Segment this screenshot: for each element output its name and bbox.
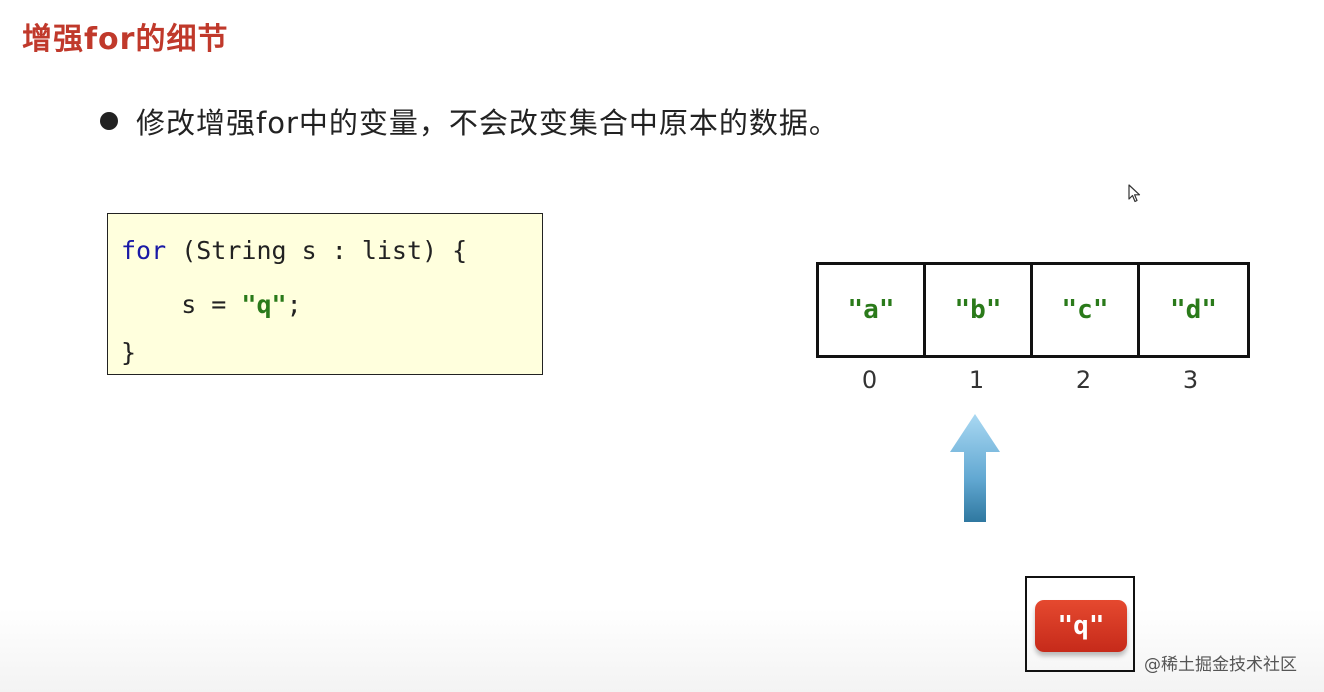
code-line-1-rest: (String s : list) { [166, 236, 468, 265]
array-index: 2 [1075, 366, 1092, 394]
code-string-literal: "q" [241, 290, 287, 319]
array-cell: "d" [1170, 295, 1217, 325]
code-line-2: s = "q"; [121, 290, 302, 319]
up-arrow-icon [946, 410, 1004, 530]
array-cell: "a" [819, 265, 926, 355]
code-keyword-for: for [121, 236, 167, 265]
watermark: @稀土掘金技术社区 [1144, 655, 1297, 675]
new-value-frame: "q" [1025, 576, 1135, 672]
array-cell: "c" [1033, 265, 1140, 355]
code-block: for (String s : list) { s = "q"; } [107, 213, 543, 375]
array-cell: "b" [926, 265, 1033, 355]
bullet-dot-icon [100, 112, 118, 130]
code-line-2-pre: s = [121, 290, 242, 319]
code-line-3: } [121, 338, 137, 367]
array-diagram: "a" "b" "c" "d" [816, 262, 1250, 358]
new-value-pill: "q" [1035, 600, 1127, 652]
array-index: 0 [861, 366, 878, 394]
code-line-2-post: ; [286, 290, 302, 319]
array-indices: 0 1 2 3 [816, 366, 1244, 394]
mouse-pointer-icon [1128, 184, 1142, 208]
bullet-text: 修改增强for中的变量，不会改变集合中原本的数据。 [136, 106, 839, 140]
code-line-1: for (String s : list) { [121, 236, 467, 265]
array-index: 3 [1182, 366, 1199, 394]
array-index: 1 [968, 366, 985, 394]
bullet-point: 修改增强for中的变量，不会改变集合中原本的数据。 [100, 100, 839, 142]
slide-title: 增强for的细节 [22, 22, 229, 57]
